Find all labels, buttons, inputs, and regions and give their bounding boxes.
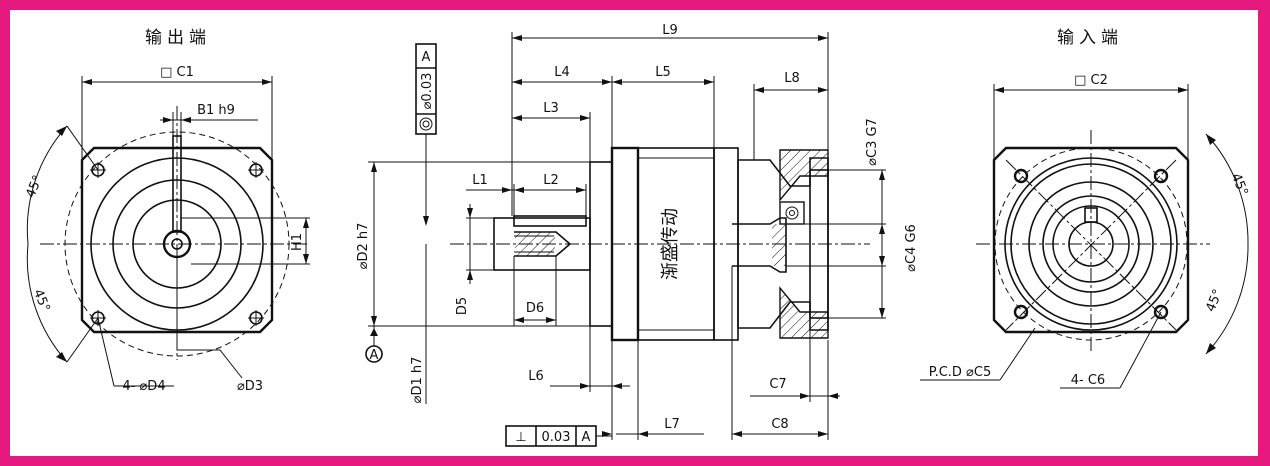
coax-datum: A [422, 50, 431, 65]
input-angle-top: 45° [1228, 171, 1251, 198]
dim-c3: ⌀C3 G7 [865, 118, 880, 166]
dim-d6: D6 [526, 301, 544, 316]
output-angle-arc-top [26, 125, 68, 245]
input-flange-outline [992, 146, 1190, 334]
input-angle-bottom: 45° [1203, 287, 1226, 314]
dim-c7: C7 [769, 377, 786, 392]
perp-datum: A [582, 430, 591, 445]
dim-holes-d4: 4- ⌀D4 [122, 379, 165, 394]
drawing-frame: 输出端 □ C1 B1 h9 [10, 10, 1258, 456]
dim-l5: L5 [655, 65, 671, 80]
output-pcd-circle [64, 131, 290, 357]
dim-d2: ⌀D2 h7 [356, 223, 371, 270]
input-outer-circle [1004, 157, 1178, 331]
output-end-title: 输出端 [145, 28, 211, 48]
dim-c2: □ C2 [1074, 73, 1108, 88]
dim-l6: L6 [528, 369, 544, 384]
input-end-title: 输入端 [1057, 28, 1123, 48]
dim-l8: L8 [784, 71, 800, 86]
dim-l4: L4 [554, 65, 570, 80]
technical-drawing: 输出端 □ C1 B1 h9 [23, 23, 1251, 447]
dim-c8: C8 [771, 417, 788, 432]
input-pcd-circle [994, 147, 1188, 341]
side-view: A ⌀0.03 渐盛传动 [356, 23, 919, 447]
output-key [172, 135, 182, 233]
dim-d5: D5 [455, 297, 470, 315]
dim-b1: B1 h9 [197, 103, 235, 118]
output-angle-bottom: 45° [30, 287, 53, 314]
perpendicularity-frame: ⊥ 0.03 A [505, 425, 612, 447]
dim-pcd: P.C.D ⌀C5 [929, 365, 991, 380]
perp-value: 0.03 [542, 430, 571, 445]
output-end-view: 输出端 □ C1 B1 h9 [23, 28, 310, 394]
input-end-view: 输入端 □ C2 45° 45° P.C.D ⌀C5 [920, 28, 1251, 389]
input-mount-holes [1013, 168, 1169, 320]
output-flange-outline [80, 146, 274, 334]
dim-c4: ⌀C4 G6 [904, 224, 919, 272]
dim-h1: H1 [290, 233, 305, 251]
coaxiality-frame: A ⌀0.03 [415, 43, 437, 226]
brand-text: 渐盛传动 [660, 208, 681, 280]
dim-c6: 4- C6 [1071, 373, 1105, 388]
dim-c1: □ C1 [160, 65, 194, 80]
dim-d1: ⌀D1 h7 [410, 357, 425, 404]
perp-symbol: ⊥ [515, 430, 526, 445]
dim-l3: L3 [543, 101, 559, 116]
dim-d3: ⌀D3 [237, 379, 263, 394]
coax-value: ⌀0.03 [420, 73, 435, 110]
dim-l9: L9 [662, 23, 678, 38]
shaft-key [513, 215, 587, 227]
dim-l1: L1 [472, 173, 488, 188]
input-pilot-circle [1028, 181, 1154, 307]
dim-l7: L7 [664, 417, 680, 432]
datum-label: A [370, 348, 379, 363]
output-angle-top: 45° [23, 173, 46, 200]
output-angle-arc-bottom [26, 243, 68, 363]
dim-l2: L2 [543, 173, 559, 188]
